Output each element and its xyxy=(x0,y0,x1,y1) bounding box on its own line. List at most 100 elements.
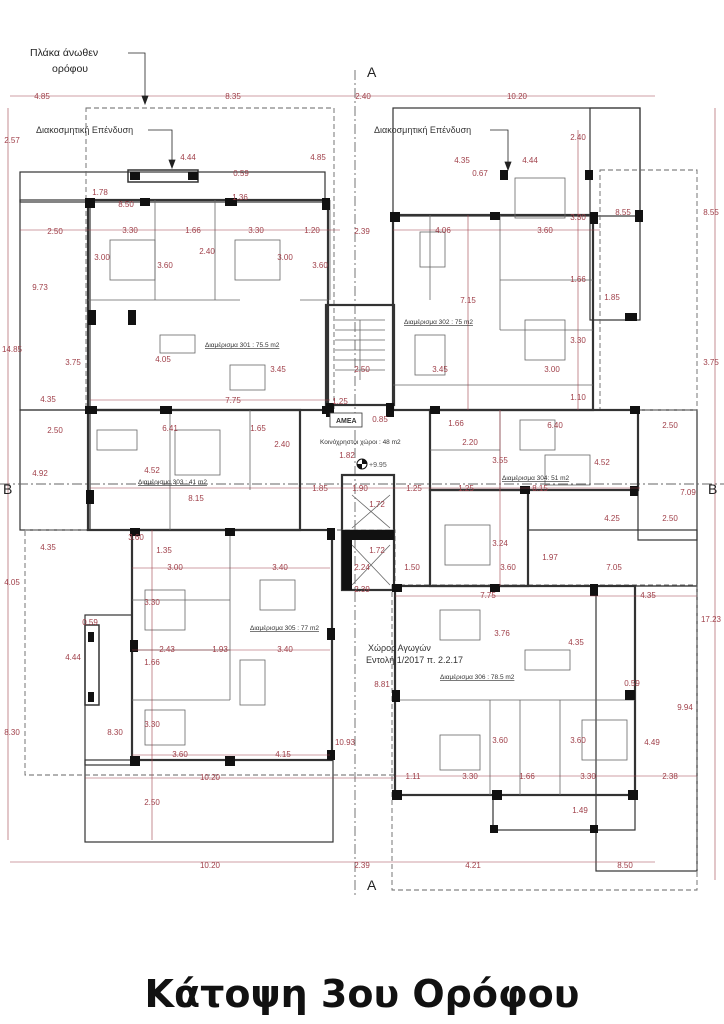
dimension-label: 4.25 xyxy=(604,514,620,523)
dimension-label: 0.59 xyxy=(624,679,640,688)
dimension-label: 2.50 xyxy=(662,421,678,430)
dimension-label: 2.40 xyxy=(570,133,586,142)
dimension-label: 9.73 xyxy=(32,283,48,292)
slab-above-label-line2: ορόφου xyxy=(52,63,88,75)
apartment-304-label: Διαμέρισμα 304: 51 m2 xyxy=(502,474,570,482)
dimension-label: 2.38 xyxy=(662,772,678,781)
dimension-label: 1.36 xyxy=(232,193,248,202)
dimension-label: 1.66 xyxy=(144,658,160,667)
dimension-label: 3.60 xyxy=(537,226,553,235)
apartment-306-walls xyxy=(393,584,637,797)
dimension-label: 2.24 xyxy=(354,563,370,572)
dimension-label: 6.41 xyxy=(162,424,178,433)
dimension-label: 8.15 xyxy=(188,494,204,503)
dimension-label: 3.30 xyxy=(144,720,160,729)
dimension-label: 1.10 xyxy=(570,393,586,402)
leader-arrows xyxy=(128,52,512,172)
dimension-label: 0.59 xyxy=(82,618,98,627)
dimension-label: 2.39 xyxy=(354,227,370,236)
dimension-label: 3.60 xyxy=(172,750,188,759)
dimension-label: 1.66 xyxy=(570,275,586,284)
dimension-label: 8.50 xyxy=(118,200,134,209)
dimension-label: 8.55 xyxy=(703,208,719,217)
dimension-label: 3.24 xyxy=(492,539,508,548)
dimension-label: 3.00 xyxy=(167,563,183,572)
dimension-label: 3.60 xyxy=(492,736,508,745)
dimension-label: 1.66 xyxy=(519,772,535,781)
apartment-306-label: Διαμέρισμα 306 : 78.5 m2 xyxy=(440,673,515,681)
section-b-left-marker: B xyxy=(3,481,12,497)
section-b-right-marker: B xyxy=(708,481,717,497)
ducts-label-line1: Χώρος Αγωγών xyxy=(368,643,431,653)
dimension-label: 4.06 xyxy=(435,226,451,235)
dimension-label: 2.50 xyxy=(354,365,370,374)
dimension-label: 1.66 xyxy=(185,226,201,235)
dimension-label: 7.75 xyxy=(225,396,241,405)
dimension-label: 1.50 xyxy=(404,563,420,572)
dimension-label: 1.65 xyxy=(250,424,266,433)
dimension-label: 2.39 xyxy=(354,585,370,594)
dimension-label: 1.72 xyxy=(369,546,385,555)
dimension-label: 4.35 xyxy=(454,156,470,165)
dimension-label: 8.15 xyxy=(532,484,548,493)
dimension-label: 10.20 xyxy=(200,861,221,870)
terrace-301-top xyxy=(19,171,326,203)
dimension-label: 4.35 xyxy=(568,638,584,647)
dimension-label: 1.93 xyxy=(212,645,228,654)
dimension-label: 7.09 xyxy=(680,488,696,497)
dimension-label: 3.60 xyxy=(157,261,173,270)
dimension-label: 3.60 xyxy=(570,736,586,745)
dimension-label: 3.75 xyxy=(65,358,81,367)
dimension-label: 4.92 xyxy=(32,469,48,478)
dimension-label: 3.60 xyxy=(312,261,328,270)
dimension-label: 4.44 xyxy=(522,156,538,165)
dimension-label: 4.85 xyxy=(34,92,50,101)
dimension-label: 1.85 xyxy=(604,293,620,302)
apartment-303-label: Διαμέρισμα 303 : 41 m2 xyxy=(138,478,207,486)
dimension-label: 2.50 xyxy=(662,514,678,523)
dimension-label: 3.75 xyxy=(703,358,719,367)
dimension-label: 3.30 xyxy=(462,772,478,781)
dimension-label: 3.30 xyxy=(122,226,138,235)
dimension-label: 17.23 xyxy=(701,615,722,624)
dimension-label: 0.67 xyxy=(472,169,488,178)
dimension-label: 3.30 xyxy=(570,336,586,345)
ducts-label-line2: Εντολή 1/2017 π. 2.2.17 xyxy=(366,655,463,665)
dimension-label: 3.00 xyxy=(544,365,560,374)
apartment-303-walls xyxy=(86,408,302,532)
dimension-label: 1.25 xyxy=(406,484,422,493)
dimension-label: 4.21 xyxy=(465,861,481,870)
dimension-label: 4.35 xyxy=(40,543,56,552)
dimension-label: 3.30 xyxy=(570,213,586,222)
dimension-label: 3.60 xyxy=(500,563,516,572)
dimension-label: 3.30 xyxy=(580,772,596,781)
level-label: +9.95 xyxy=(369,462,387,469)
dimension-label: 10.20 xyxy=(507,92,528,101)
dimension-label: 2.40 xyxy=(199,247,215,256)
dimension-label: 1.49 xyxy=(572,806,588,815)
dimension-label: 1.25 xyxy=(332,397,348,406)
accessible-wc-label: ΑΜΕΑ xyxy=(336,418,357,425)
dimension-label: 1.25 xyxy=(458,484,474,493)
dimension-label: 2.43 xyxy=(159,645,175,654)
slab-above-label-line1: Πλάκα άνωθεν xyxy=(30,47,98,59)
dimension-label: 3.00 xyxy=(277,253,293,262)
dimension-label: 4.44 xyxy=(65,653,81,662)
dimension-label: 10.20 xyxy=(200,773,221,782)
terrace-303-left xyxy=(19,409,91,531)
dimension-label: 4.15 xyxy=(275,750,291,759)
apartment-301-label: Διαμέρισμα 301 : 75.5 m2 xyxy=(205,341,280,349)
decorative-panel-bottom-left xyxy=(84,624,100,706)
lift-shaft xyxy=(351,494,391,586)
section-a-bottom-marker: A xyxy=(367,877,377,893)
slab-outlines xyxy=(0,70,724,895)
dimension-label: 1.82 xyxy=(339,451,355,460)
dimension-label: 8.30 xyxy=(4,728,20,737)
dimension-label: 1.90 xyxy=(352,484,368,493)
dimension-label: 1.78 xyxy=(92,188,108,197)
terrace-306-bottom xyxy=(492,794,636,831)
dimension-label: 4.44 xyxy=(180,153,196,162)
dimension-label: 4.85 xyxy=(310,153,326,162)
dimension-label: 2.50 xyxy=(47,227,63,236)
